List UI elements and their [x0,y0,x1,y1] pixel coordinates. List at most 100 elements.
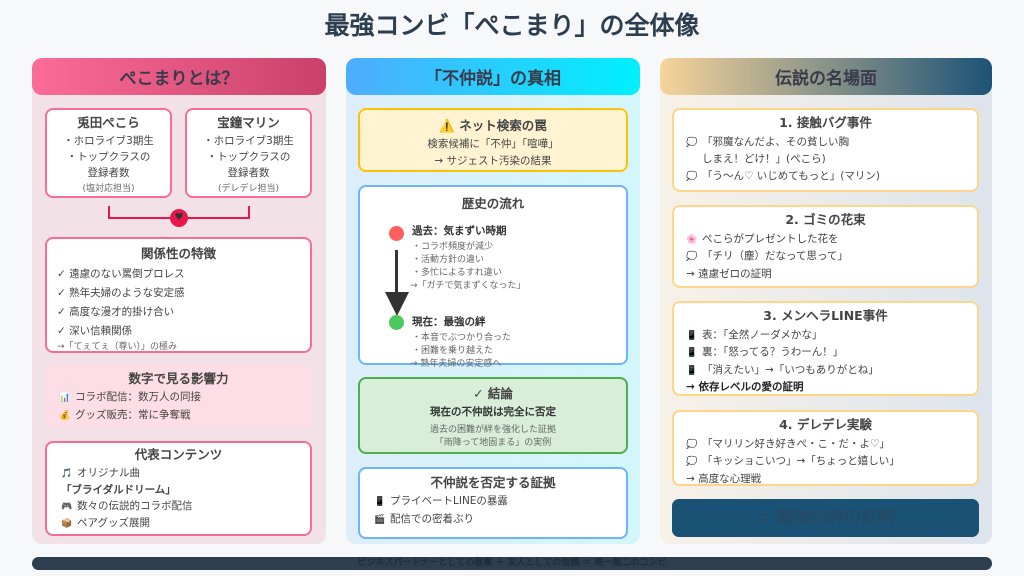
scene-line: → 依存レベルの愛の証明 [686,381,804,393]
warning-line: → サジェスト汚染の結果 [434,155,552,167]
scene-card: 2. ゴミの花束 🌸ぺこらがプレゼントした花を💭「チリ（塵）だなって思って」→ 遠… [672,205,979,288]
speech-bubble-icon: 💭 [686,457,698,467]
phone-icon: 📱 [686,365,698,376]
past-dot-icon [389,226,404,241]
past-item: ・コラボ頻度が減少 [412,242,494,252]
timeline-arrow-icon [395,250,398,295]
member-name: 兎田ぺこら [77,115,140,130]
scene-line: 📱「消えたい」→「いつもありがとね」 [686,362,965,380]
column-header-truth: 「不仲説」の真相 [346,58,640,95]
evidence-item: 📱プライベートLINEの暴露 [374,493,612,511]
song-title: 「ブライダルドリーム」 [61,484,176,496]
package-icon: 📦 [61,519,73,529]
conclusion-headline: 現在の不仲説は完全に否定 [430,406,556,418]
phone-icon: 📱 [686,330,698,341]
relation-item: ✓ 遠慮のない罵倒プロレス [57,268,185,280]
member-name: 宝鐘マリン [217,115,280,130]
money-bag-icon: 💰 [59,411,71,421]
member-role: (塩対応担当) [82,184,135,194]
member-line: ・ホロライブ3期生 [203,135,294,147]
past-item: →「ガチで気まずくなった」 [410,281,526,291]
present-item: ・困難を乗り越えた [412,346,494,356]
contents-item: 🎮数々の伝説的コラボ配信 [61,498,296,515]
evidence-card: 不仲説を否定する証拠 📱プライベートLINEの暴露 🎬配信での密着ぶり [358,467,628,539]
scene-card: 4. デレデレ実験 💭「マリリン好き好きぺ・こ・だ・よ♡」💭「キッショこいつ」→「… [672,410,979,486]
summary-banner: = 最強の絆の証明 [672,499,979,537]
phone-icon: 📱 [686,348,698,358]
impact-card: 数字で見る影響力 📊コラボ配信：数万人の同接 💰グッズ販売：常に争奪戦 [45,365,312,428]
evidence-title: 不仲説を否定する証拠 [430,475,556,490]
evidence-item: 🎬配信での密着ぶり [374,511,612,529]
scene-title: 1. 接触バグ事件 [779,115,872,130]
warning-icon: ⚠️ [439,118,455,133]
present-title: 現在：最強の絆 [412,316,486,328]
scene-line: → 高度な心理戦 [686,472,762,485]
speech-bubble-icon: 💭 [686,171,698,182]
scene-line: 🌸ぺこらがプレゼントした花を [686,231,965,249]
present-dot-icon [389,315,404,330]
scene-title: 4. デレデレ実験 [779,417,872,432]
speech-bubble-icon: 💭 [686,252,698,262]
member-card-marine: 宝鐘マリン ・ホロライブ3期生 ・トップクラスの 登録者数 (デレデレ担当) [185,108,312,198]
conclusion-card: ✓ 結論 現在の不仲説は完全に否定 過去の困難が絆を強化した証拠 「雨降って地固… [358,377,628,454]
scene-line: 💭「キッショこいつ」→「ちょっと嬉しい」 [686,453,965,471]
scene-line: 💭「邪魔なんだよ、その貧しい胸 [686,134,965,152]
scene-line: 💭「チリ（塵）だなって思って」 [686,248,965,266]
scene-title: 3. メンヘラLINE事件 [763,308,888,323]
member-line: ・トップクラスの [206,151,291,163]
phone-icon: 📱 [374,497,386,507]
clapper-icon: 🎬 [374,515,386,525]
chart-icon: 📊 [59,393,71,403]
conclusion-line: 過去の困難が絆を強化した証拠 [429,425,556,435]
scene-card: 3. メンヘラLINE事件 📱表：「全然ノーダメかな」📱裏：「怒ってる？うわーん！… [672,301,979,396]
contents-item: 🎵オリジナル曲 [61,465,296,482]
game-controller-icon: 🎮 [61,502,73,512]
scene-line: 📱表：「全然ノーダメかな」 [686,327,965,345]
member-line: 登録者数 [87,167,130,179]
impact-title: 数字で見る影響力 [128,371,229,386]
scene-line: 📱裏：「怒ってる？うわーん！」 [686,344,965,362]
member-line: ・ホロライブ3期生 [63,135,154,147]
scene-card: 1. 接触バグ事件 💭「邪魔なんだよ、その貧しい胸しまえ！どけ！」(ぺこら) 💭「う… [672,108,979,192]
past-section: 過去：気まずい時期 ・コラボ頻度が減少 ・活動方針の違い ・多忙によるすれ違い … [410,225,526,293]
heart-icon: ♥ [170,209,188,227]
page-title: 最強コンビ「ぺこまり」の全体像 [324,11,700,40]
flower-icon: 🌸 [686,234,698,245]
speech-bubble-icon: 💭 [686,439,698,450]
impact-item: 📊コラボ配信：数万人の同接 [59,389,298,407]
contents-title: 代表コンテンツ [134,447,223,462]
warning-line: 検索候補に「不仲」「喧嘩」 [427,138,559,150]
impact-item: 💰グッズ販売：常に争奪戦 [59,407,298,425]
member-line: ・トップクラスの [66,151,151,163]
member-role: (デレデレ担当) [217,184,280,194]
contents-card: 代表コンテンツ 🎵オリジナル曲 「ブライダルドリーム」 🎮数々の伝説的コラボ配信… [45,441,312,536]
scene-line: 💭「マリリン好き好きぺ・こ・だ・よ♡」 [686,436,965,454]
history-card: 歴史の流れ [358,185,628,365]
present-section: 現在：最強の絆 ・本音でぶつかり合った ・困難を乗り越えた → 熟年夫婦の安定感… [410,316,512,371]
member-line: 登録者数 [227,167,270,179]
present-item: → 熟年夫婦の安定感へ [410,359,502,369]
scene-title: 2. ゴミの花束 [785,212,866,227]
column-header-about: ぺこまりとは？ [32,58,326,95]
scene-line: → 遠慮ゼロの証明 [686,267,772,280]
scene-line: 💭「う～ん♡ いじめてもっと」(マリン) [686,168,965,186]
scene-line: しまえ！どけ！」(ぺこら) [702,153,826,165]
member-card-pekora: 兎田ぺこら ・ホロライブ3期生 ・トップクラスの 登録者数 (塩対応担当) [45,108,172,198]
relation-item: ✓ 深い信頼関係 [57,325,133,337]
conclusion-line: 「雨降って地固まる」の実例 [434,438,552,448]
warning-card: ⚠️ ネット検索の罠 検索候補に「不仲」「喧嘩」 → サジェスト汚染の結果 [358,108,628,172]
music-icon: 🎵 [61,469,73,479]
relation-item: ✓ 高度な漫才的掛け合い [57,306,175,318]
speech-bubble-icon: 💭 [686,137,698,148]
present-item: ・本音でぶつかり合った [412,333,512,343]
relation-card: 関係性の特徴 ✓ 遠慮のない罵倒プロレス ✓ 熟年夫婦のような安定感 ✓ 高度な… [45,237,312,353]
history-title: 歴史の流れ [461,196,525,211]
past-item: ・活動方針の違い [412,255,485,265]
contents-item: 📦ペアグッズ展開 [61,515,296,532]
footer-banner: ビジネスパートナーとしての敬意 ＋ 友人としての信頼 ＝ 唯一無二のコンビ [32,557,992,570]
relation-note: →「てぇてぇ（尊い）」の極み [57,342,178,352]
past-item: ・多忙によるすれ違い [412,268,502,278]
warning-title: ネット検索の罠 [459,118,547,133]
column-header-scenes: 伝説の名場面 [660,58,992,95]
relation-title: 関係性の特徴 [140,246,216,261]
